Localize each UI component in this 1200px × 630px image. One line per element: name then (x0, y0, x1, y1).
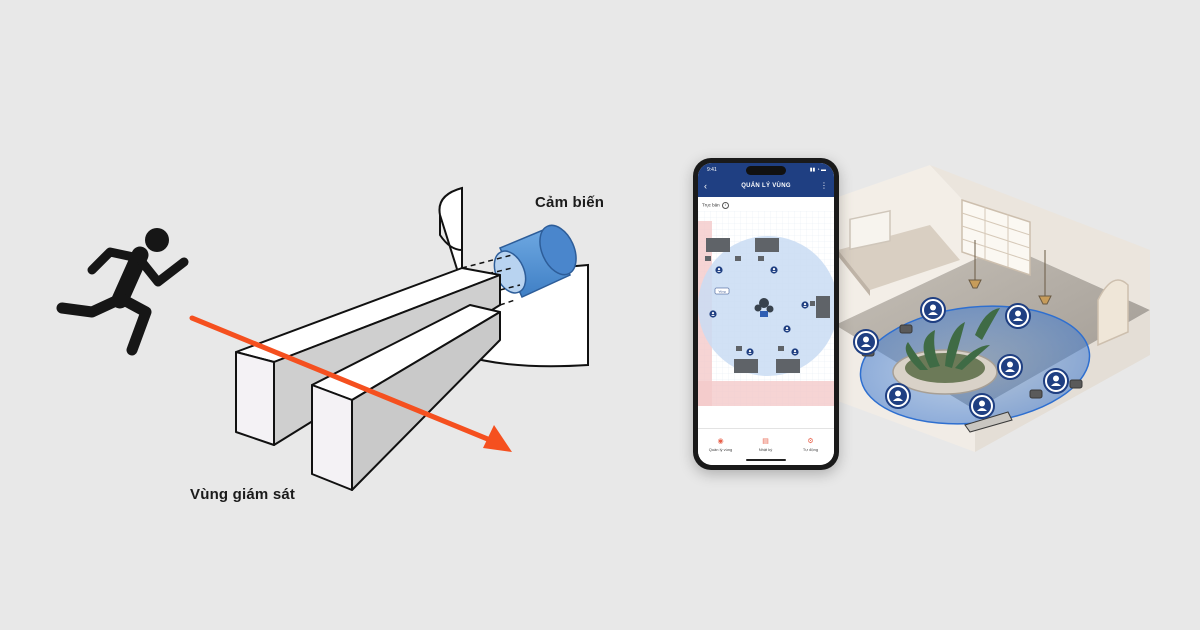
nav-automation[interactable]: ⚙ Tự động (788, 437, 833, 452)
person-marker-icon[interactable] (746, 348, 754, 356)
home-indicator (746, 459, 786, 461)
nav-label: Nhật ký (758, 447, 773, 452)
status-icons: ▮▮ ◔ ▬ (809, 167, 826, 173)
running-person-icon (56, 228, 189, 356)
person-marker-icon (920, 297, 946, 323)
bottom-nav: ◉ Quản lý vùng ▤ Nhật ký ⚙ Tự động (698, 428, 834, 465)
sensor-icon (493, 224, 577, 298)
person-marker-icon[interactable] (715, 266, 723, 274)
zone-tag-label: Vùng (718, 290, 725, 294)
person-marker-icon[interactable] (709, 310, 717, 318)
person-marker-icon[interactable] (770, 266, 778, 274)
more-icon[interactable]: ⋮ (820, 181, 828, 190)
motion-arrow (189, 315, 512, 452)
map-tables (705, 238, 830, 373)
automation-icon: ⚙ (807, 438, 814, 445)
person-marker-icon (997, 354, 1023, 380)
info-icon[interactable]: i (721, 202, 729, 209)
map-plant-icon (754, 298, 774, 317)
person-marker-icon (1043, 368, 1069, 394)
dynamic-island (746, 166, 786, 175)
zone-label: Vùng giám sát (190, 486, 296, 503)
app-header: ‹ QUẢN LÝ VÙNG ⋮ (698, 177, 834, 197)
nav-label: Tự động (802, 447, 819, 452)
status-time: 9:41 (707, 167, 717, 173)
person-marker-icon[interactable] (801, 301, 809, 309)
nav-zone-management[interactable]: ◉ Quản lý vùng (698, 437, 743, 452)
sensor-beam-lines (461, 254, 521, 306)
zone-icon: ◉ (717, 438, 724, 445)
person-marker-icon (853, 329, 879, 355)
nav-log[interactable]: ▤ Nhật ký (743, 437, 788, 452)
room-person-markers (853, 297, 1069, 419)
nav-label: Quản lý vùng (708, 447, 733, 452)
person-marker-icon (1005, 303, 1031, 329)
floor-map[interactable]: Vùng (698, 211, 834, 406)
map-person-markers (709, 266, 809, 356)
screen-title: QUẢN LÝ VÙNG (741, 183, 791, 189)
person-marker-icon (969, 393, 995, 419)
sensor-label: Cảm biến (535, 194, 605, 211)
beam-block-front (311, 304, 501, 491)
person-marker-icon[interactable] (791, 348, 799, 356)
person-marker-icon[interactable] (783, 325, 791, 333)
floor-tab-label: Trục bản (702, 202, 720, 208)
log-icon: ▤ (762, 438, 769, 445)
person-marker-icon (885, 383, 911, 409)
alert-zone-bottom[interactable] (698, 381, 834, 406)
zone-tag[interactable]: Vùng (714, 287, 730, 295)
back-icon[interactable]: ‹ (704, 181, 707, 191)
